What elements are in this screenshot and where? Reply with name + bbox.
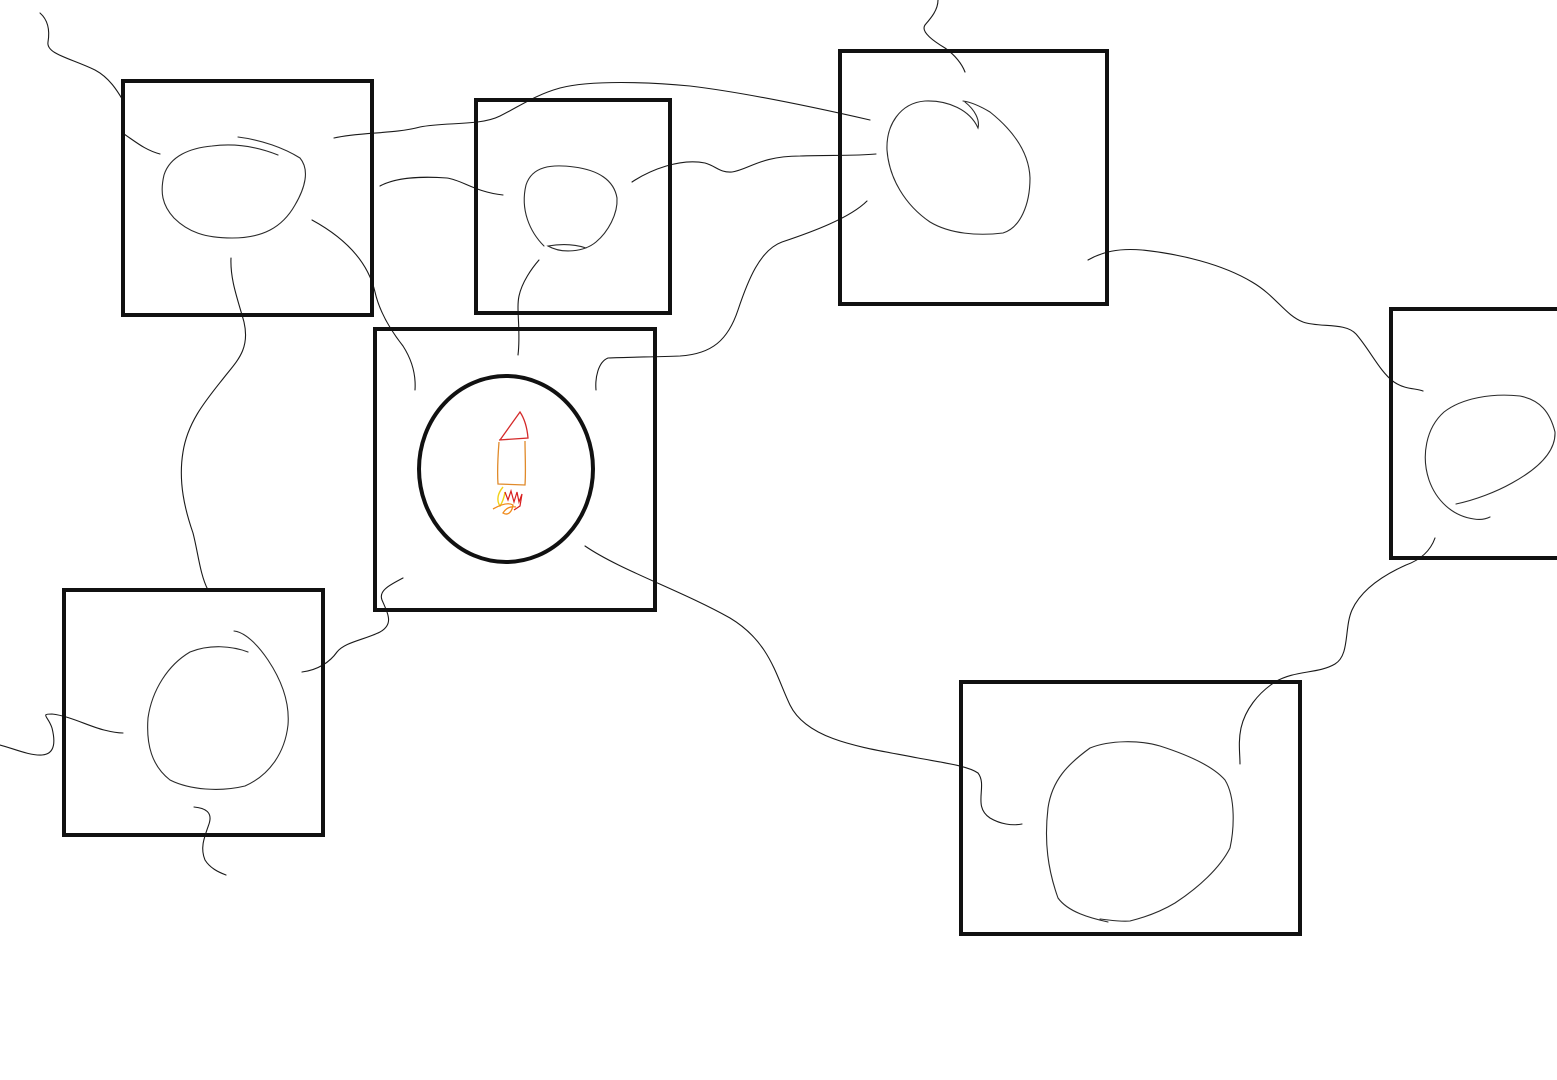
room-top-left-box [121,79,374,317]
link-topmiddle-to-topright [631,153,877,183]
planet-top-right [886,100,1031,235]
room-bottom-left-box [62,588,325,837]
link-topleft-to-bottomleft [180,257,246,591]
room-center-box [373,327,657,612]
link-bottomleft-stray-left [0,713,124,756]
rocket-drawing [492,410,529,515]
link-bottomleft-stray-bottom [193,806,227,876]
rocket-flame-orange [492,503,517,515]
rocket-body [496,440,527,486]
connection-lines [0,0,1436,876]
link-top-left-stray [39,12,125,103]
rocket-nose-cone [498,410,529,441]
rocket-flame-red [504,488,523,511]
link-topmiddle-to-center [517,259,540,356]
room-top-middle-box [474,98,672,315]
planet-right-edge [1424,394,1556,520]
planets [147,100,1556,923]
rocket-flame-yellow [497,486,506,508]
room-boxes [62,49,1557,936]
link-topright-stray [923,0,966,73]
link-center-to-bottomleft [301,577,404,673]
planet-bottom-right [1045,741,1234,923]
link-top-left-inner [123,133,161,155]
link-topright-to-center [595,200,868,391]
link-topleft-to-topright [333,81,871,139]
planet-top-middle [523,165,618,252]
link-topright-to-rightedge [1087,248,1424,392]
planet-bottom-left [147,630,289,790]
room-top-right-box [838,49,1109,306]
link-center-to-bottomright [584,545,1023,826]
link-rightedge-to-bottomright [1238,537,1436,765]
planet-top-left [161,136,306,239]
room-bottom-right-box [959,680,1302,936]
planet-center [417,374,595,564]
link-topleft-to-topmiddle [379,176,504,196]
link-topleft-to-center [311,219,416,391]
room-right-edge-box [1389,307,1557,560]
